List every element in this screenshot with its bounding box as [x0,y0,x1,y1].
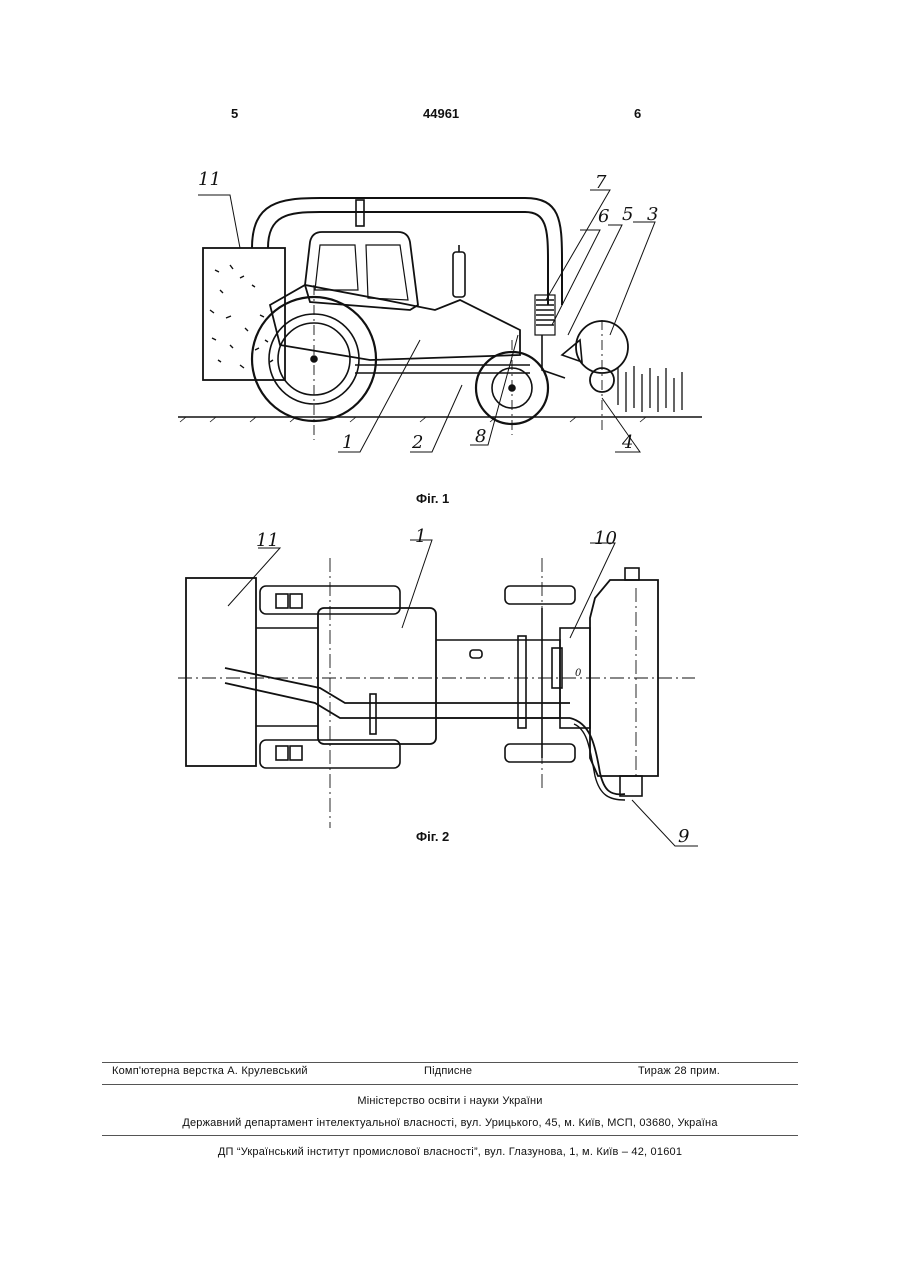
page-number-right: 6 [634,106,641,121]
footer-layout: Комп'ютерна верстка А. Крулевський [112,1065,308,1077]
patent-number: 44961 [423,106,459,121]
fig2-label-11: 11 [256,530,279,551]
figure-2-drawing: 0 11 1 10 9 [170,528,710,848]
fig1-label-4: 4 [621,432,633,453]
fig1-label-7: 7 [595,172,607,193]
footer-signed: Підписне [424,1065,472,1077]
fig1-label-3: 3 [647,204,658,225]
fig1-label-11: 11 [198,169,221,190]
footer-circulation: Тираж 28 прим. [638,1065,720,1077]
fig1-label-6: 6 [598,206,609,227]
footer-rule-top [102,1062,798,1063]
fig2-label-1: 1 [415,528,426,547]
fig1-label-1: 1 [342,432,353,453]
figure-2-caption: Фіг. 2 [416,829,449,844]
fig1-label-2: 2 [411,432,423,453]
footer-institute: ДП “Український інститут промислової вла… [102,1146,798,1158]
svg-text:0: 0 [575,668,582,679]
fig1-label-5: 5 [622,204,633,225]
fig1-label-8: 8 [475,426,486,447]
figure-1-drawing: 11 7 6 5 3 1 2 8 4 [170,140,710,485]
footer-department: Державний департамент інтелектуальної вл… [102,1117,798,1129]
footer-rule-middle [102,1084,798,1085]
fig2-label-10: 10 [594,528,617,549]
footer-rule-bottom [102,1135,798,1136]
fig2-label-9: 9 [678,826,689,847]
page-number-left: 5 [231,106,238,121]
footer-ministry: Міністерство освіти і науки України [102,1095,798,1107]
figure-1-caption: Фіг. 1 [416,491,449,506]
